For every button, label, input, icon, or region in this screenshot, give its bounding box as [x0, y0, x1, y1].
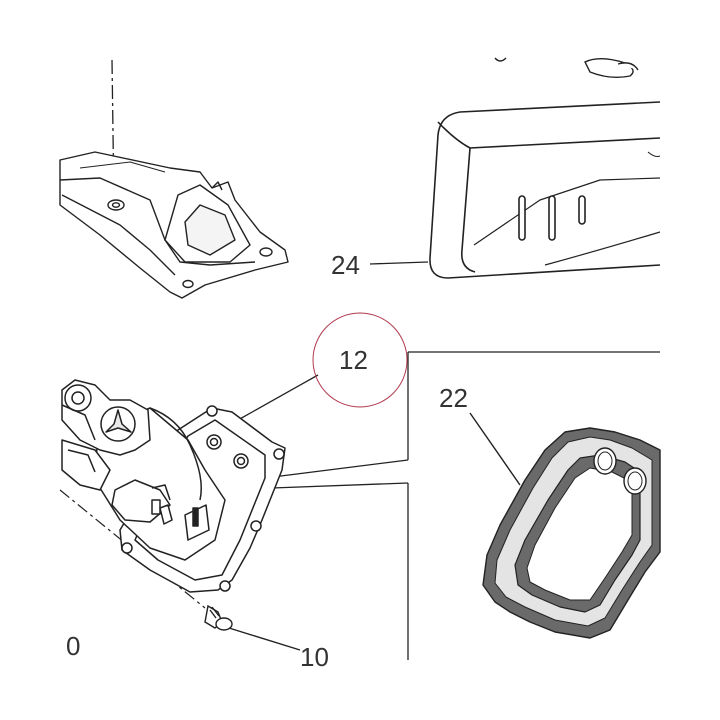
gasket-part-22 — [469, 412, 661, 639]
callout-label-0: 0 — [66, 631, 81, 661]
callout-label-10: 10 — [300, 642, 329, 672]
callout-label-12: 12 — [339, 345, 368, 375]
highlight-circle — [312, 312, 408, 408]
leader-24 — [369, 261, 429, 265]
cover-part-24 — [429, 101, 661, 279]
partial-parts-top — [494, 57, 639, 79]
callout-label-24: 24 — [331, 250, 360, 280]
actuator-assembly — [59, 379, 286, 609]
mounting-bracket — [59, 59, 289, 299]
callout-label-22: 22 — [439, 383, 468, 413]
callout-bracket-12 — [237, 351, 660, 660]
screw-part-10 — [204, 604, 301, 651]
